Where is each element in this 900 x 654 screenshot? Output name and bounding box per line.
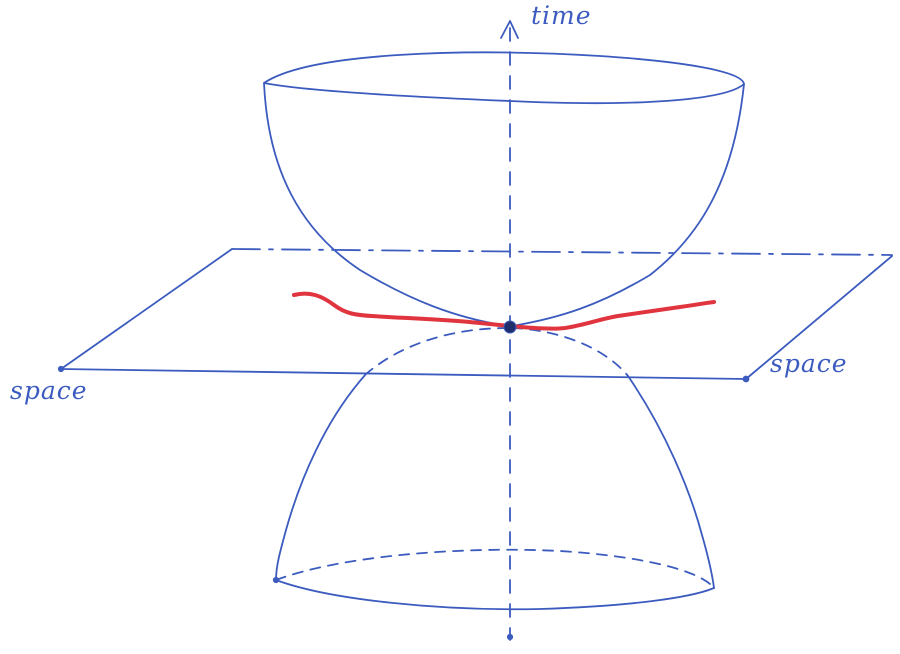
future-cone-right-side <box>511 83 745 327</box>
past-cone-base-left-dot <box>272 576 280 584</box>
past-cone-hidden-top-right <box>511 327 629 377</box>
past-cone-right-side <box>627 375 715 589</box>
time-axis-end-dot <box>506 633 514 641</box>
plane-left-edge <box>60 248 233 370</box>
future-cone-left-side <box>263 82 509 327</box>
time-axis <box>500 20 519 641</box>
event-point <box>503 320 517 334</box>
past-cone-base-front <box>275 579 715 611</box>
past-cone-base-back <box>275 548 715 589</box>
past-light-cone <box>272 327 715 611</box>
space-plane <box>57 248 893 383</box>
time-axis-arrowhead <box>500 20 519 39</box>
red-curve <box>292 291 716 331</box>
future-light-cone <box>263 51 745 327</box>
plane-back-edge <box>231 248 893 256</box>
time-axis-label: time <box>531 1 592 30</box>
past-cone-hidden-top-left <box>365 327 509 375</box>
plane-corner-right <box>742 375 750 383</box>
plane-corner-left <box>57 365 65 373</box>
past-cone-left-side <box>275 373 367 581</box>
space-label-left: space <box>10 376 88 405</box>
plane-right-edge <box>745 255 893 380</box>
space-label-right: space <box>770 349 848 378</box>
future-cone-rim <box>263 51 745 105</box>
plane-front-edge <box>60 368 747 380</box>
